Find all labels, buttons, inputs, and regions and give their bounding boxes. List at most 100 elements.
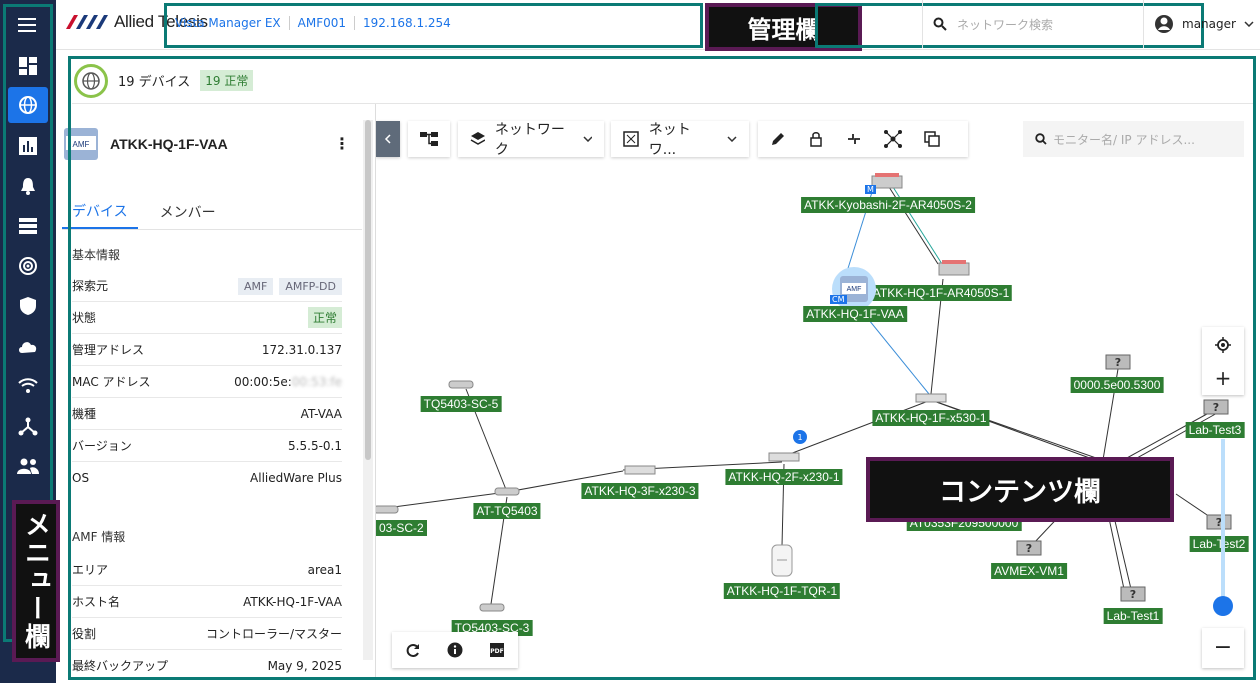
info-value: 5.5.5-0.1	[288, 438, 342, 453]
chevron-down-icon	[727, 136, 737, 142]
switch-icon[interactable]	[768, 451, 800, 463]
tqr-icon[interactable]	[769, 544, 795, 578]
topology-icon[interactable]	[8, 408, 48, 444]
monitor-search-placeholder: モニター名/ IP アドレス...	[1053, 132, 1195, 147]
access-point-icon[interactable]	[448, 378, 474, 390]
globe-icon[interactable]	[8, 87, 48, 123]
info-label: エリア	[72, 563, 109, 577]
expand-nodes-icon[interactable]	[884, 130, 902, 148]
collapse-panel-button[interactable]	[376, 121, 400, 157]
radar-icon[interactable]	[8, 248, 48, 284]
chart-icon[interactable]	[8, 128, 48, 164]
pencil-icon[interactable]	[770, 131, 786, 147]
wifi-icon[interactable]	[8, 368, 48, 404]
content-annotation: コンテンツ欄	[866, 457, 1174, 522]
svg-text:?: ?	[1026, 542, 1032, 555]
scrollbar-thumb[interactable]	[365, 120, 371, 460]
unknown-device-icon[interactable]: ?	[1120, 585, 1146, 603]
event-count-badge[interactable]: 1	[793, 430, 807, 444]
unknown-device-icon[interactable]: ?	[1206, 513, 1232, 531]
locate-icon[interactable]	[1215, 337, 1231, 353]
unknown-device-icon[interactable]: ?	[1203, 398, 1229, 416]
breadcrumb-item[interactable]: Vista Manager EX	[175, 16, 281, 30]
user-menu[interactable]: manager	[1143, 0, 1260, 48]
users-icon[interactable]	[8, 448, 48, 484]
tab-device[interactable]: デバイス	[62, 194, 138, 229]
node-label[interactable]: ATKK-HQ-1F-VAA	[803, 306, 907, 322]
pdf-icon[interactable]: PDF	[489, 642, 505, 658]
node-label[interactable]: ATKK-HQ-1F-AR4050S-1	[869, 285, 1013, 301]
source-chip: AMFP-DD	[279, 277, 342, 295]
info-label: 探索元	[72, 279, 109, 293]
lock-icon[interactable]	[808, 131, 824, 147]
topology-map[interactable]: M ATKK-Kyobashi-2F-AR4050S-2 ATKK-HQ-1F-…	[376, 104, 1256, 680]
monitor-search[interactable]: モニター名/ IP アドレス...	[1023, 121, 1244, 157]
refresh-icon[interactable]	[405, 642, 421, 658]
list-icon[interactable]	[8, 208, 48, 244]
hierarchy-button[interactable]	[408, 121, 450, 157]
node-label[interactable]: AT-TQ5403	[473, 503, 541, 519]
mac-prefix: 00:00:5e:	[234, 374, 292, 389]
info-value: AlliedWare Plus	[250, 471, 342, 485]
router-icon[interactable]	[871, 173, 903, 191]
collapse-icon[interactable]	[846, 131, 862, 147]
svg-text:?: ?	[1213, 401, 1219, 414]
more-icon[interactable]: ⋮	[334, 134, 350, 153]
info-label: OS	[72, 471, 90, 485]
menu-icon[interactable]	[8, 7, 48, 43]
breadcrumb-item[interactable]: 192.168.1.254	[354, 16, 459, 30]
status-bar: 19 デバイス 19 正常	[72, 58, 1256, 104]
zoom-in-icon[interactable]: +	[1214, 366, 1232, 390]
access-point-icon[interactable]	[376, 503, 399, 515]
node-label[interactable]: Lab-Test3	[1185, 422, 1245, 438]
zoom-out-button[interactable]: −	[1202, 628, 1244, 668]
layer-dropdown[interactable]: ネットワーク	[458, 121, 604, 158]
device-header: AMF ATKK-HQ-1F-VAA ⋮	[62, 122, 362, 166]
cloud-icon[interactable]	[8, 328, 48, 364]
node-label[interactable]: ATKK-HQ-1F-x530-1	[872, 410, 990, 426]
dashboard-icon[interactable]	[8, 48, 48, 84]
breadcrumb-item[interactable]: AMF001	[288, 16, 354, 30]
router-icon[interactable]	[938, 260, 970, 278]
panel-scrollbar[interactable]	[363, 120, 373, 660]
info-icon[interactable]	[447, 642, 463, 658]
switch-icon[interactable]	[915, 392, 947, 404]
copy-icon[interactable]	[924, 131, 940, 147]
view-dropdown[interactable]: ネットワ...	[611, 121, 749, 158]
node-label[interactable]: Lab-Test2	[1189, 536, 1249, 552]
zoom-slider-track[interactable]	[1221, 439, 1225, 604]
view-label: ネットワ...	[648, 122, 691, 158]
device-panel: AMF ATKK-HQ-1F-VAA ⋮ デバイス メンバー 基本情報 探索元 …	[62, 104, 376, 680]
view-icon	[623, 131, 639, 147]
zoom-out-icon: −	[1213, 635, 1233, 660]
node-label[interactable]: ATKK-HQ-1F-TQR-1	[723, 583, 841, 599]
node-label[interactable]: Lab-Test1	[1103, 608, 1163, 624]
user-name: manager	[1182, 17, 1236, 31]
zoom-slider-handle[interactable]	[1213, 596, 1233, 616]
menu-annotation: メニュー欄	[12, 500, 60, 662]
shield-icon[interactable]	[8, 288, 48, 324]
network-globe-icon[interactable]	[74, 63, 108, 98]
network-search[interactable]: ネットワーク検索	[922, 0, 1142, 48]
node-label[interactable]: 03-SC-2	[376, 520, 427, 536]
node-label[interactable]: ATKK-Kyobashi-2F-AR4050S-2	[801, 197, 975, 213]
unknown-device-icon[interactable]: ?	[1105, 353, 1131, 371]
access-point-icon[interactable]	[494, 485, 520, 497]
svg-text:?: ?	[1216, 516, 1222, 529]
node-label[interactable]: ATKK-HQ-3F-x230-3	[581, 483, 699, 499]
info-row: OS AlliedWare Plus	[72, 462, 342, 494]
info-value: AT-VAA	[300, 406, 342, 421]
node-label[interactable]: 0000.5e00.5300	[1070, 377, 1164, 393]
unknown-device-icon[interactable]: ?	[1016, 539, 1042, 557]
node-label[interactable]: ATKK-HQ-2F-x230-1	[725, 469, 843, 485]
device-count: 19 デバイス	[118, 75, 191, 90]
source-chip: AMF	[238, 277, 274, 295]
node-label[interactable]: AVMEX-VM1	[991, 563, 1067, 579]
node-label[interactable]: TQ5403-SC-5	[420, 396, 502, 412]
switch-icon[interactable]	[624, 464, 656, 476]
info-value: 172.31.0.137	[261, 342, 342, 357]
alarm-icon[interactable]	[8, 168, 48, 204]
access-point-icon[interactable]	[479, 601, 505, 613]
tab-members[interactable]: メンバー	[159, 204, 216, 221]
